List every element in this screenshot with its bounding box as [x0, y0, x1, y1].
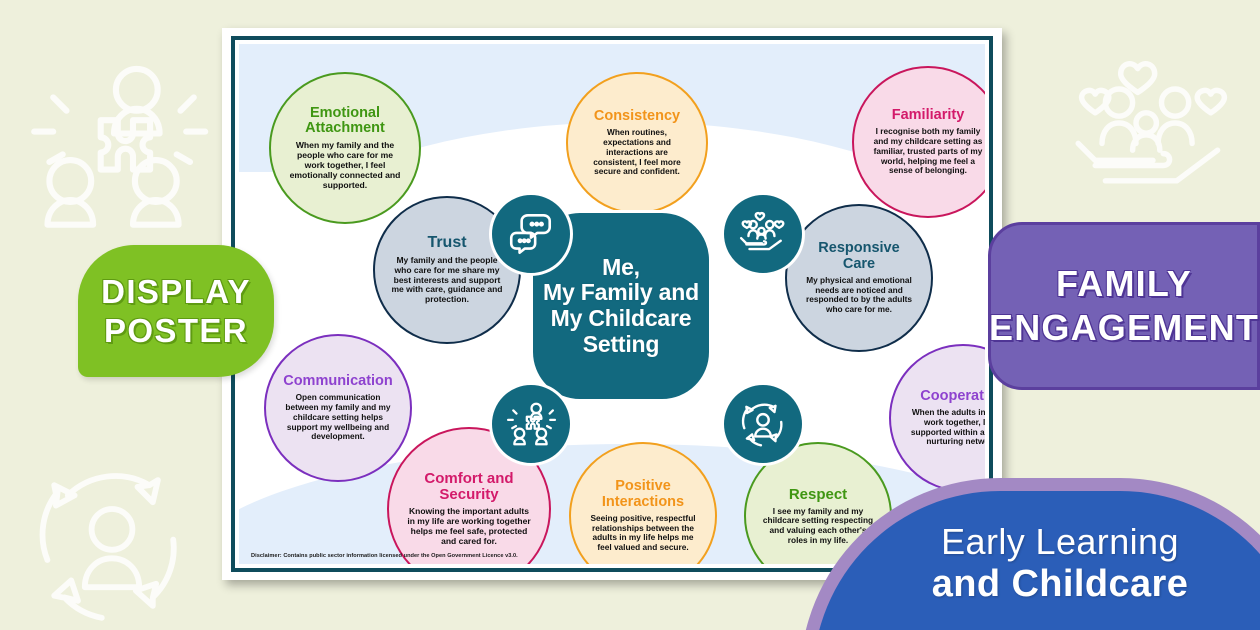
bubble-title: Communication — [283, 373, 393, 390]
center-line-1: Me, — [602, 253, 640, 280]
center-icon-speech-bubbles — [489, 192, 573, 276]
center-line-4: Setting — [582, 330, 660, 357]
bubble-title-line2: Security — [439, 486, 499, 504]
disclaimer-text: Disclaimer: Contains public sector infor… — [251, 553, 518, 559]
person-cycle-icon — [22, 458, 202, 628]
bubble-title-line1: Responsive — [818, 240, 900, 257]
bubble-title-line1: Comfort and — [424, 470, 514, 488]
bubble-title: Trust — [427, 233, 467, 251]
hand-holding-family-icon — [1062, 38, 1244, 208]
center-icon-hand-holding-family — [721, 192, 805, 276]
display-poster-line2: POSTER — [103, 311, 249, 349]
bubble-title-line2: Care — [842, 255, 876, 272]
display-poster-line1: DISPLAY — [101, 272, 251, 310]
poster-document: Emotional Attachment When my family and … — [222, 28, 1002, 580]
display-poster-badge[interactable]: DISPLAY POSTER — [78, 245, 274, 377]
bubble-title-line1: Emotional — [309, 104, 381, 121]
bubble-familiarity[interactable]: Familiarity I recognise both my family a… — [852, 66, 985, 218]
bubble-title-line2: Interactions — [601, 493, 685, 510]
bubble-positive-interactions[interactable]: Positive Interactions Seeing positive, r… — [569, 442, 717, 564]
bubble-body: When the adults in my life work together… — [910, 407, 985, 447]
bubble-emotional-attachment[interactable]: Emotional Attachment When my family and … — [269, 72, 421, 224]
poster-frame: Emotional Attachment When my family and … — [231, 36, 993, 572]
bubble-communication[interactable]: Communication Open communication between… — [264, 334, 412, 482]
bubble-responsive-care[interactable]: Responsive Care My physical and emotiona… — [785, 204, 933, 352]
bubble-title: Familiarity — [891, 107, 965, 124]
early-learning-line1: Early Learning — [941, 521, 1179, 562]
bubble-title: Cooperation — [920, 387, 985, 404]
bubble-body: Seeing positive, respectful relationship… — [590, 512, 696, 553]
bubble-body: When my family and the people who care f… — [289, 140, 401, 191]
center-line-2: My Family and — [543, 279, 699, 306]
early-learning-line2: and Childcare — [931, 563, 1189, 605]
bubble-body: I see my family and my childcare setting… — [762, 505, 874, 545]
bubble-consistency[interactable]: Consistency When routines, expectations … — [566, 72, 708, 214]
bubble-title-line1: Positive — [615, 478, 671, 495]
people-puzzle-icon — [14, 48, 214, 238]
bubble-body: My physical and emotional needs are noti… — [805, 274, 913, 315]
center-icon-people-puzzle — [489, 382, 573, 466]
poster-content: Emotional Attachment When my family and … — [239, 44, 985, 564]
bubble-title: Consistency — [593, 108, 681, 125]
bubble-title: Respect — [788, 485, 848, 503]
bubble-body: Knowing the important adults in my life … — [407, 506, 531, 546]
bubble-body: My family and the people who care for me… — [391, 254, 503, 305]
center-icon-person-cycle — [721, 382, 805, 466]
bubble-body: When routines, expectations and interact… — [593, 127, 681, 177]
bubble-body: Open communication between my family and… — [285, 392, 391, 442]
family-engagement-line2: ENGAGEMENT — [989, 307, 1260, 348]
bubble-title-line2: Attachment — [305, 119, 385, 136]
family-engagement-line1: FAMILY — [1056, 263, 1192, 304]
bubble-body: I recognise both my family and my childc… — [873, 126, 983, 176]
family-engagement-badge[interactable]: FAMILY ENGAGEMENT — [988, 222, 1260, 390]
center-line-3: My Childcare — [550, 305, 692, 331]
